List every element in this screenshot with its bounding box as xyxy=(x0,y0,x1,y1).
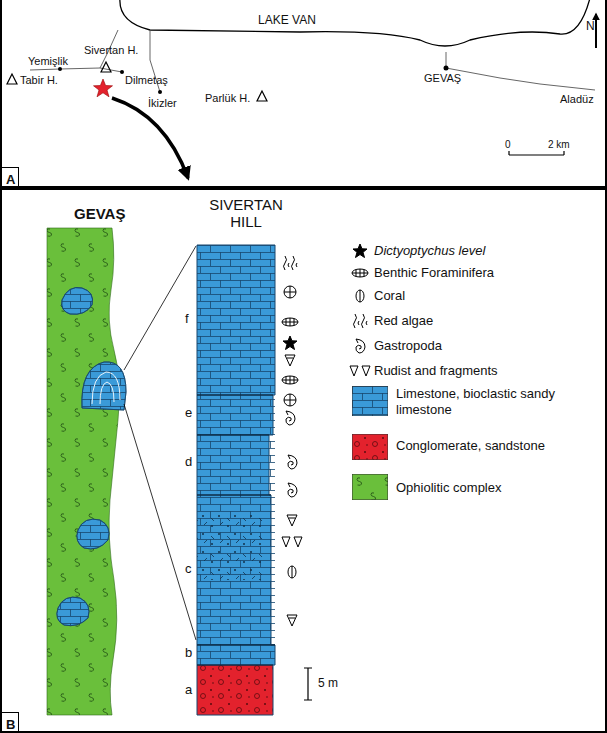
scale-bar xyxy=(304,668,312,700)
panel-letter-box: B xyxy=(1,712,19,732)
map-label: Dilmetaş xyxy=(125,74,168,87)
gastro-symbol xyxy=(288,483,297,497)
sivertan-column xyxy=(197,245,278,715)
legend-text: Dictyoptychus level xyxy=(374,243,574,259)
algae-symbol xyxy=(284,256,298,270)
map-label: 5 m xyxy=(318,677,338,691)
rudist-symbol xyxy=(285,355,295,366)
map-label: Yemişlik xyxy=(28,55,68,68)
roads xyxy=(30,30,595,92)
map-label: İkizler xyxy=(148,97,177,110)
unit-letter: b xyxy=(185,646,192,661)
correlation-lines xyxy=(124,246,196,640)
legend-text: Red algae xyxy=(374,313,574,329)
swatch-texture xyxy=(352,474,388,500)
coral2-symbol xyxy=(356,290,364,302)
map-label: Parlük H. xyxy=(205,92,250,105)
foram-symbol xyxy=(352,269,368,277)
gastro-symbol xyxy=(356,339,365,353)
foram-symbol xyxy=(282,376,298,384)
swatch-texture xyxy=(352,386,388,416)
map-label: LAKE VAN xyxy=(258,14,316,28)
map-label: Aladüz xyxy=(560,93,594,106)
coral-symbol xyxy=(284,286,296,298)
unit-letter: f xyxy=(185,312,189,327)
swatch-texture xyxy=(352,434,388,460)
legend-text: Coral xyxy=(374,288,574,304)
star-symbol xyxy=(283,336,297,350)
map-label: 0 xyxy=(505,139,511,151)
map-label: N xyxy=(586,20,595,34)
map-label: Tabir H. xyxy=(20,74,58,87)
limestone-blocks xyxy=(57,288,126,626)
legend-swatch xyxy=(352,434,388,460)
legend-text: Limestone, bioclastic sandy limestone xyxy=(396,386,596,417)
unit-letter: a xyxy=(185,683,192,698)
scale-bar xyxy=(509,151,564,155)
legend-text: Ophiolitic complex xyxy=(396,480,596,496)
foram-symbol xyxy=(282,318,298,326)
map-label: GEVAŞ xyxy=(424,72,461,85)
panel-letter: A xyxy=(6,172,15,187)
legend-text: Benthic Foraminifera xyxy=(374,265,574,281)
gastro-symbol xyxy=(286,411,295,425)
star-symbol xyxy=(353,244,367,258)
rudist2-symbol xyxy=(282,537,302,547)
panel-letter: B xyxy=(6,717,15,732)
legend-text: Conglomerate, sandstone xyxy=(396,438,596,454)
panel-frame xyxy=(1,0,606,187)
location-star xyxy=(94,79,113,97)
map-label: 2 km xyxy=(548,139,570,151)
gastro-symbol xyxy=(288,455,297,469)
rudist-symbol xyxy=(287,515,297,526)
panel-frame xyxy=(1,189,606,732)
coral-symbol xyxy=(284,394,296,406)
map-label: Sivertan H. xyxy=(84,44,138,57)
legend-text: Gastropoda xyxy=(374,338,574,354)
rudist2-symbol xyxy=(350,366,370,376)
unit-letter: c xyxy=(185,562,192,577)
gevas-column xyxy=(47,228,119,715)
unit-letter: e xyxy=(185,406,192,421)
location-arrow xyxy=(112,98,188,178)
legend-swatch xyxy=(352,474,388,500)
column-heading: GEVAŞ xyxy=(74,205,125,222)
panel-letter-box: A xyxy=(1,167,19,187)
legend-text: Rudist and fragments xyxy=(374,363,574,379)
rudist-symbol xyxy=(287,615,297,626)
algae-symbol xyxy=(354,314,368,328)
north-arrow xyxy=(595,14,597,48)
unit-letter: d xyxy=(185,455,192,470)
legend-swatch xyxy=(352,386,388,416)
column-heading: SIVERTAN HILL xyxy=(200,196,292,231)
lake-shore xyxy=(120,0,590,46)
coral2-symbol xyxy=(288,566,296,578)
